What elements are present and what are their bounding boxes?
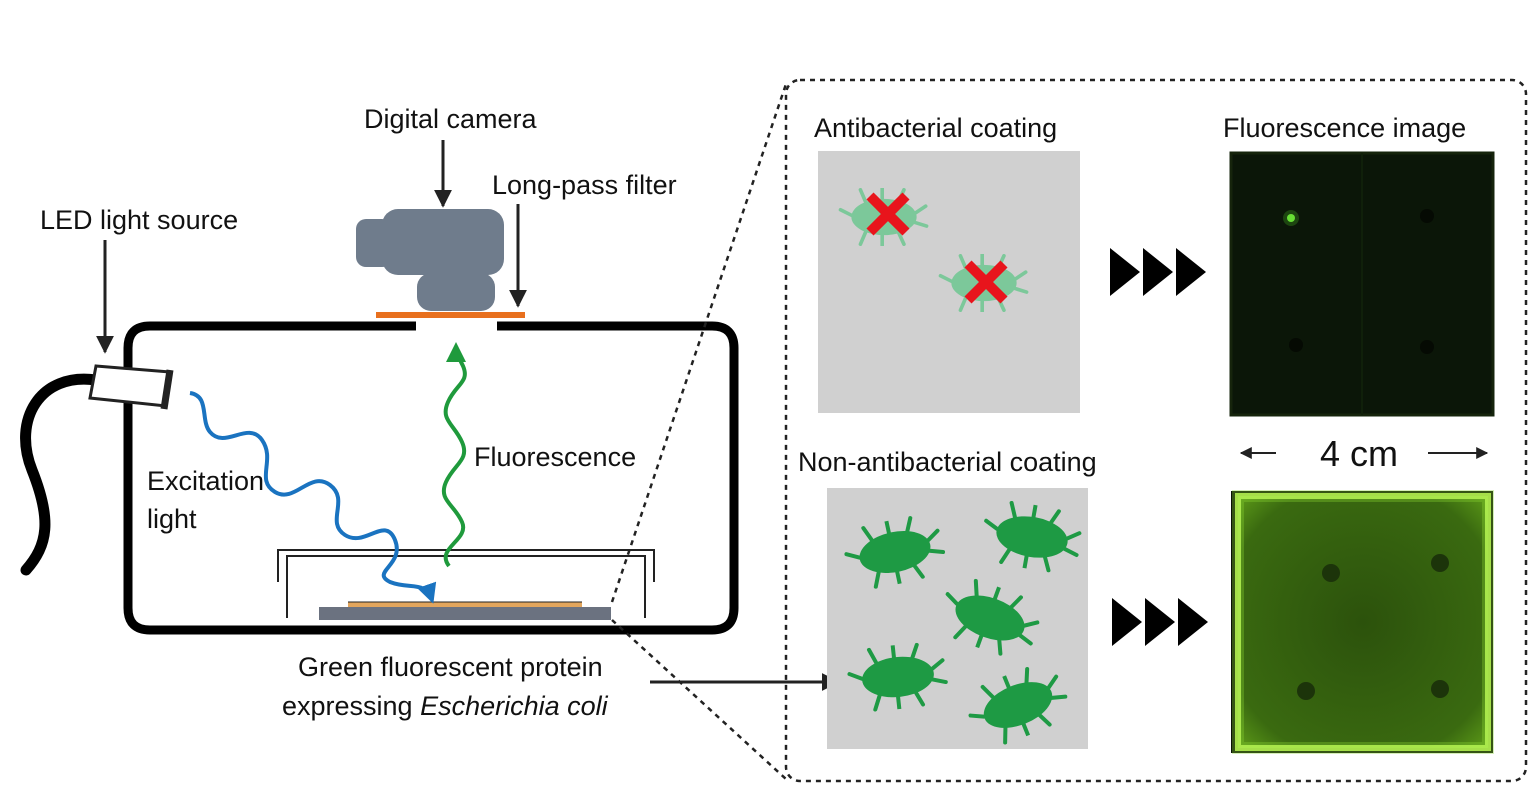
zoom-panel (784, 78, 1528, 783)
led-label: LED light source (40, 205, 238, 235)
long-pass-filter (376, 312, 525, 318)
camera-label: Digital camera (364, 104, 538, 134)
led-icon (88, 364, 174, 410)
fluorescence-image-non-antibacterial (1231, 490, 1494, 754)
camera-icon (356, 209, 504, 311)
sample-dish (277, 549, 655, 620)
antibacterial-title: Antibacterial coating (814, 113, 1057, 143)
fluorescence-image-title: Fluorescence image (1223, 113, 1466, 143)
triple-arrow-icon (1112, 598, 1208, 646)
scale-label: 4 cm (1320, 433, 1398, 474)
non-antibacterial-title: Non-antibacterial coating (798, 447, 1097, 477)
chamber-outline (123, 321, 739, 635)
zoom-line-top (610, 83, 788, 603)
scale-bar: 4 cm (1239, 433, 1489, 474)
filter-label: Long-pass filter (492, 170, 677, 200)
excitation-label-1: Excitation (147, 466, 264, 496)
cross-icon (866, 192, 910, 236)
sample-label-1: Green fluorescent protein (298, 652, 603, 682)
excitation-label-2: light (147, 504, 197, 534)
fluorescence-label: Fluorescence (474, 442, 636, 472)
cross-icon (964, 260, 1008, 304)
zoom-line-bottom (611, 619, 787, 780)
sample-label-2: expressing Escherichia coli (282, 691, 609, 721)
led-cable (20, 373, 102, 576)
triple-arrow-icon (1110, 248, 1206, 296)
excitation-wave (189, 391, 437, 604)
fluorescence-wave (442, 342, 467, 568)
fluorescence-image-antibacterial (1229, 151, 1495, 417)
